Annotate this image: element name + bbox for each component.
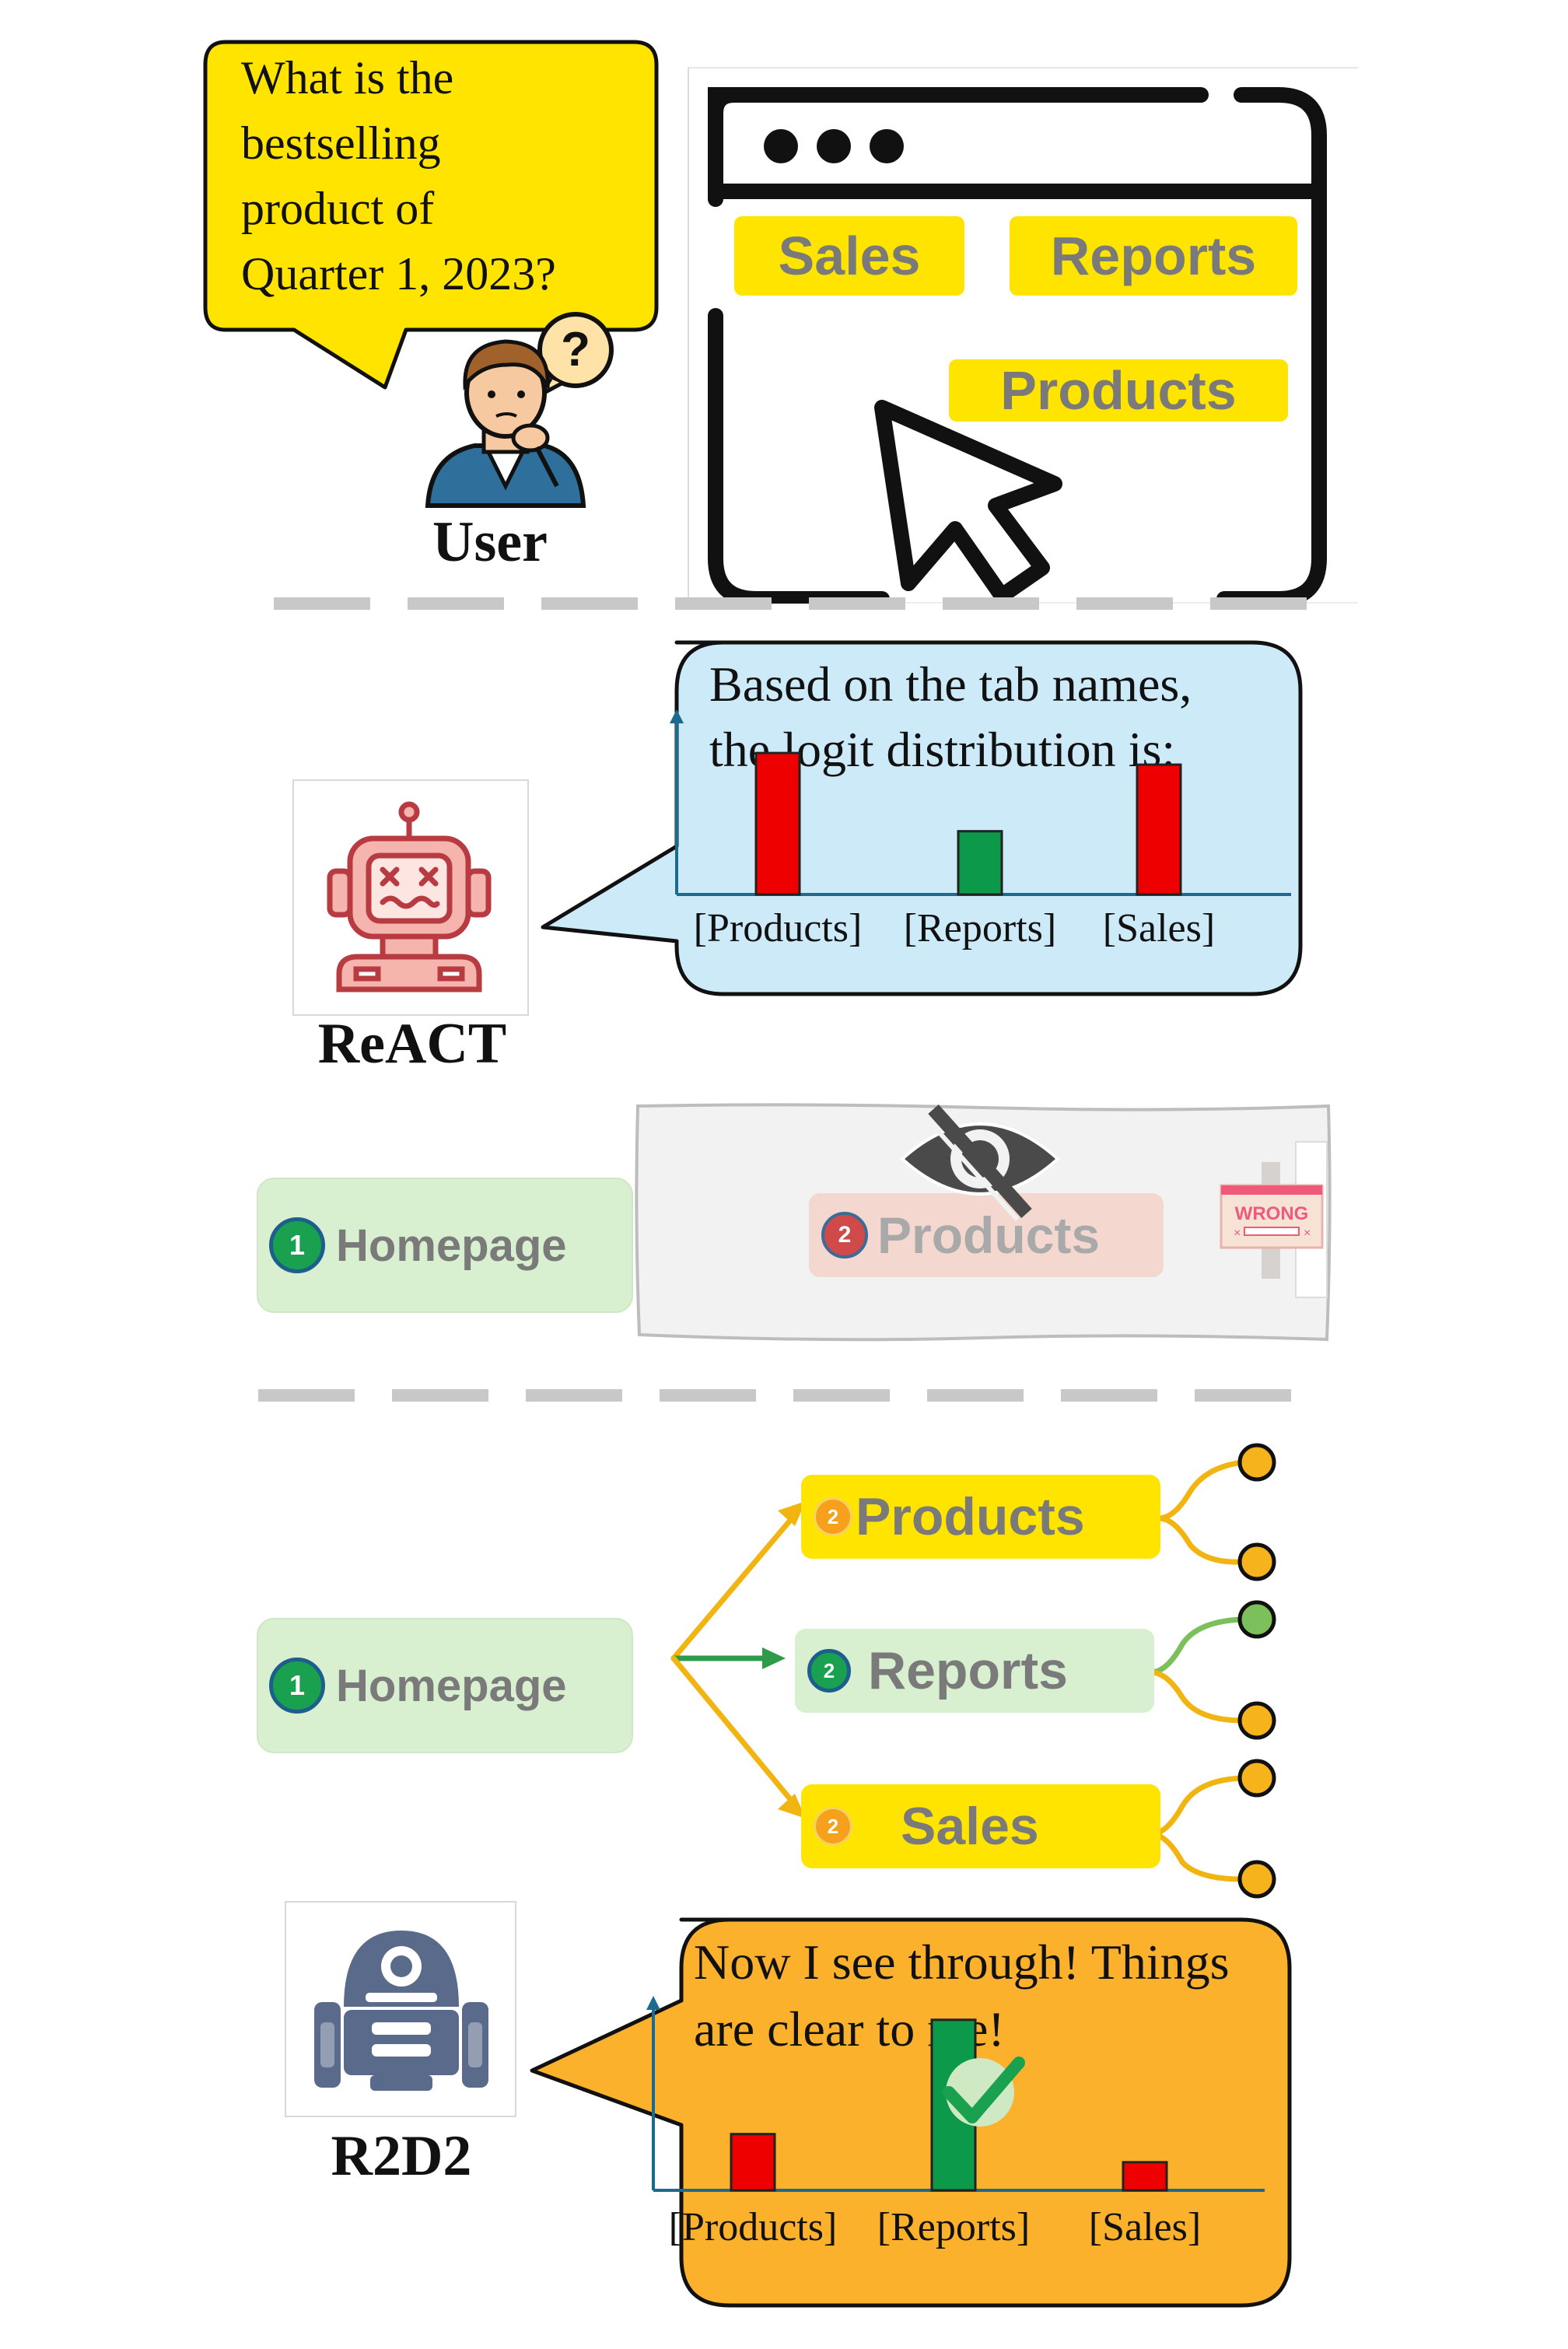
react-label: ReACT xyxy=(317,1012,507,1076)
step-number-badge: 2 xyxy=(807,1649,851,1693)
r2d2-reports-label: Reports xyxy=(868,1641,1068,1700)
tab-reports[interactable]: Reports xyxy=(1010,216,1297,296)
r2d2-robot-icon xyxy=(314,1931,488,2091)
react-homepage-node[interactable]: 1 Homepage xyxy=(257,1178,633,1313)
question-line: Quarter 1, 2023? xyxy=(241,248,556,299)
r2d2-bubble xyxy=(530,1917,1292,2308)
step-number-badge: 2 xyxy=(814,1497,852,1536)
tab-sales[interactable]: Sales xyxy=(734,216,964,296)
r2d2-products-label: Products xyxy=(856,1487,1085,1546)
chart-y-axis-arrow xyxy=(646,1996,660,2010)
user-label: User xyxy=(432,510,548,574)
wrong-sign-text: WRONG xyxy=(1235,1203,1309,1224)
chart-category-label: [Products] xyxy=(669,2205,838,2249)
user-question-text: What is the bestselling product of Quart… xyxy=(241,45,556,306)
user-question-bubble xyxy=(203,40,659,390)
chart-y-axis-arrow xyxy=(670,709,684,723)
chart-bar xyxy=(957,830,1003,896)
chart-category-label: [Reports] xyxy=(877,2205,1030,2249)
question-line: What is the xyxy=(241,52,454,103)
broken-robot-icon xyxy=(327,801,492,992)
tree-branches xyxy=(670,1443,1276,1899)
chart-bar xyxy=(1122,2161,1168,2192)
user-avatar-icon xyxy=(425,312,614,508)
check-icon xyxy=(943,2057,1025,2123)
r2d2-label: R2D2 xyxy=(331,2124,472,2188)
mouse-cursor-icon xyxy=(874,400,1062,604)
r2d2-homepage-label: Homepage xyxy=(336,1660,567,1711)
react-products-label: Products xyxy=(877,1206,1101,1264)
step-number-badge: 2 xyxy=(814,1807,852,1846)
step-number-badge: 1 xyxy=(269,1217,325,1273)
react-logit-chart: [Products] [Reports] [Sales] xyxy=(670,709,1291,950)
r2d2-sales-label: Sales xyxy=(901,1797,1039,1856)
react-bubble-line: Based on the tab names, xyxy=(709,656,1192,712)
r2d2-homepage-node[interactable]: 1 Homepage xyxy=(257,1618,633,1753)
question-mark-text: ? xyxy=(561,323,590,376)
r2d2-logit-chart: [Products] [Reports] [Sales] xyxy=(646,1996,1265,2249)
react-homepage-label: Homepage xyxy=(336,1220,567,1271)
chart-category-label: [Products] xyxy=(694,906,863,950)
chart-category-label: [Sales] xyxy=(1089,2205,1201,2249)
step-number-badge: 1 xyxy=(269,1658,325,1714)
svg-text:×: × xyxy=(1234,1227,1241,1240)
chart-bar xyxy=(1136,763,1182,896)
svg-text:×: × xyxy=(1304,1227,1311,1240)
tab-products[interactable]: Products xyxy=(949,359,1288,422)
r2d2-products-node[interactable]: 2 Products xyxy=(801,1475,1160,1559)
section-divider xyxy=(258,1389,1291,1402)
chart-bar xyxy=(730,2133,776,2192)
section-divider xyxy=(274,597,1307,610)
r2d2-sales-node[interactable]: 2 Sales xyxy=(801,1784,1160,1868)
question-line: product of xyxy=(241,183,435,234)
chart-category-label: [Reports] xyxy=(904,906,1056,950)
chart-bar xyxy=(754,751,801,896)
react-bubble xyxy=(541,640,1303,996)
question-line: bestselling xyxy=(241,117,441,169)
r2d2-reports-node[interactable]: 2 Reports xyxy=(795,1629,1154,1713)
react-products-node[interactable]: 2 Products xyxy=(809,1193,1164,1277)
chart-category-label: [Sales] xyxy=(1103,906,1215,950)
wrong-sign-icon: WRONG × × xyxy=(1220,1162,1324,1279)
hidden-eye-icon xyxy=(900,1104,1060,1221)
r2d2-bubble-line: Now I see through! Things xyxy=(694,1934,1230,1990)
step-number-badge: 2 xyxy=(821,1212,868,1259)
